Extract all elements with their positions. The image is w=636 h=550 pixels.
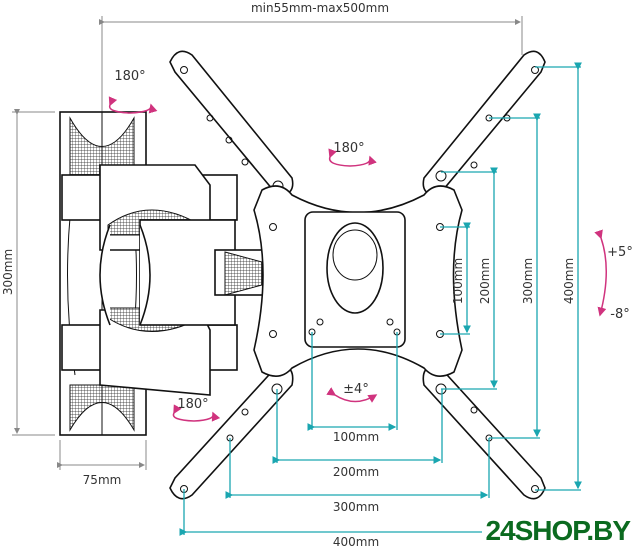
bracket-arm-upper-right bbox=[422, 50, 546, 197]
vesa-horizontal-200: 200mm bbox=[272, 389, 443, 479]
articulating-arm bbox=[61, 164, 266, 396]
vesa-horizontal-200-label: 200mm bbox=[333, 465, 379, 479]
vesa-horizontal-400: 400mm bbox=[179, 489, 482, 549]
vesa-vertical-100-label: 100mm bbox=[451, 258, 465, 304]
rotate-arrow-icon bbox=[328, 148, 377, 167]
bottom-swivel-indicator: 180° bbox=[172, 397, 221, 422]
vesa-horizontal-300-label: 300mm bbox=[333, 500, 379, 514]
wall-plate-height-label: 300mm bbox=[1, 249, 15, 295]
store-logo: 24SHOP.BY bbox=[485, 515, 631, 546]
rotate-arrow-icon bbox=[172, 404, 221, 422]
rotate-arrow-icon bbox=[326, 387, 378, 403]
center-swivel-indicator: 180° bbox=[328, 141, 377, 167]
vesa-horizontal-100: 100mm bbox=[307, 332, 398, 444]
vesa-vertical-400: 400mm bbox=[535, 62, 582, 491]
bottom-swivel-label: 180° bbox=[177, 397, 208, 412]
wall-plate-height-dimension: 300mm bbox=[1, 109, 55, 436]
top-swivel-label: 180° bbox=[114, 69, 145, 84]
arm-extension-label: min55mm-max500mm bbox=[251, 1, 389, 15]
rotate-arrow-icon bbox=[108, 96, 158, 114]
tilt-down-label: -8° bbox=[610, 307, 629, 322]
rotation-label: ±4° bbox=[343, 382, 369, 397]
rotation-indicator: ±4° bbox=[326, 382, 378, 403]
arm-extension-dimension: min55mm-max500mm bbox=[99, 1, 523, 125]
center-swivel-label: 180° bbox=[333, 141, 364, 156]
tilt-up-label: +5° bbox=[607, 245, 633, 260]
vesa-vertical-200-label: 200mm bbox=[478, 258, 492, 304]
top-swivel-indicator: 180° bbox=[108, 69, 158, 114]
wall-plate-depth-dimension: 75mm bbox=[57, 440, 147, 487]
tilt-indicator: +5° -8° bbox=[594, 229, 633, 322]
tilt-arrow-icon bbox=[594, 229, 607, 317]
vesa-vertical-400-label: 400mm bbox=[562, 258, 576, 304]
vesa-vertical-200: 200mm bbox=[441, 167, 498, 390]
vesa-plate bbox=[304, 211, 406, 348]
wall-plate-depth-label: 75mm bbox=[83, 473, 122, 487]
vesa-vertical-100: 100mm bbox=[440, 222, 471, 335]
vesa-horizontal-400-label: 400mm bbox=[333, 535, 379, 549]
vesa-horizontal-300: 300mm bbox=[225, 438, 490, 514]
vesa-horizontal-100-label: 100mm bbox=[333, 430, 379, 444]
vesa-vertical-300-label: 300mm bbox=[521, 258, 535, 304]
vesa-vertical-300: 300mm bbox=[489, 113, 541, 439]
